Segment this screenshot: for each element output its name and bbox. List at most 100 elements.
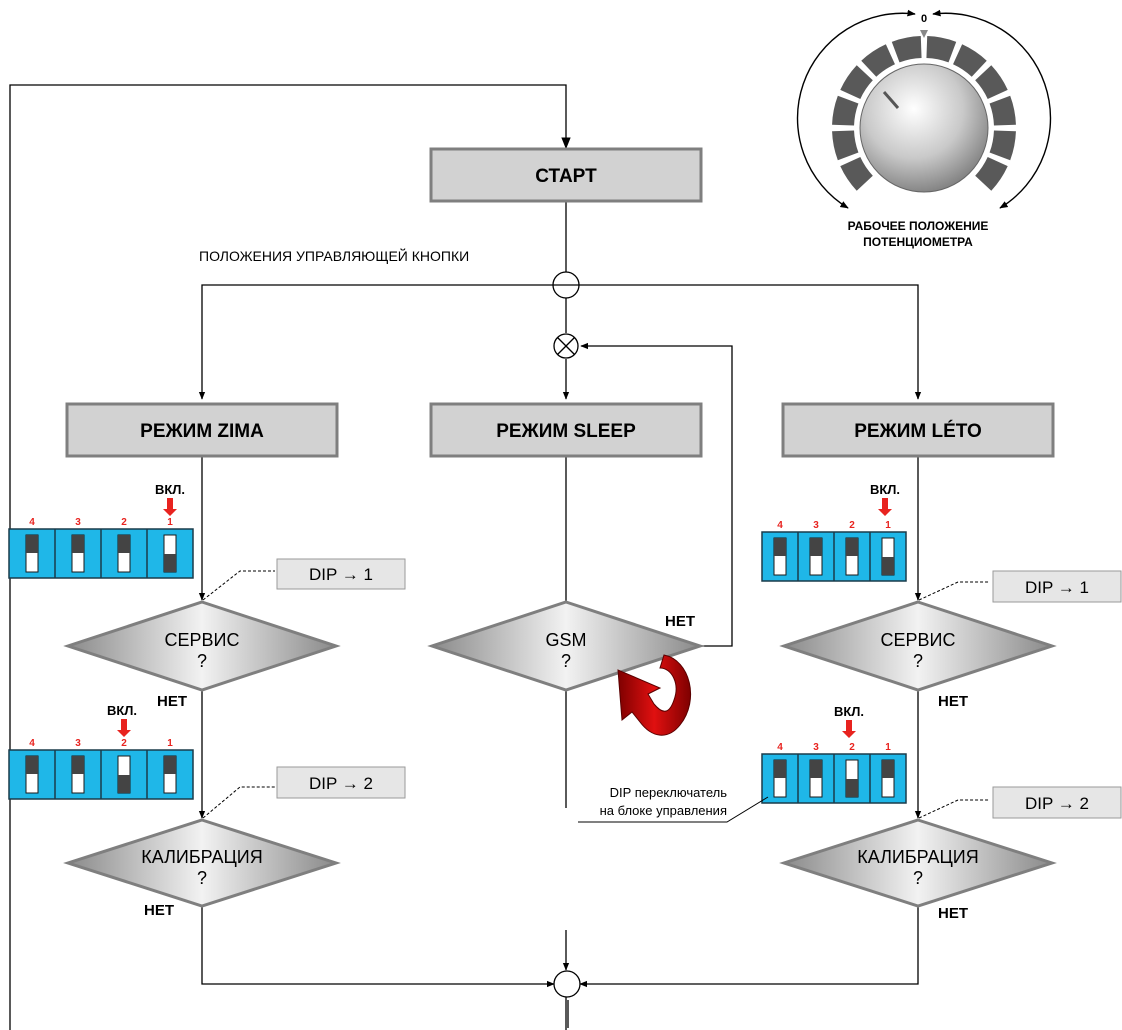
decision-calibration-left: КАЛИБРАЦИЯ ?: [63, 818, 341, 908]
no-label-gsm: НЕТ: [665, 613, 695, 630]
dip-num-1: 1: [167, 517, 173, 528]
dip-num-3: 3: [75, 738, 81, 749]
split-left-line: [198, 284, 553, 400]
knob-segment: [926, 36, 957, 63]
dip-slot-1: [163, 755, 177, 794]
decision-calibration-right: КАЛИБРАЦИЯ ?: [779, 818, 1057, 908]
dip-num-3: 3: [75, 517, 81, 528]
dip-switch-leto-service: 4 3 2 1 ВКЛ.: [761, 482, 907, 582]
knob-caption-line1: РАБОЧЕЕ ПОЛОЖЕНИЕ: [848, 219, 989, 233]
dip1-label-left: DIP → 1: [202, 558, 406, 601]
mode-leto-label: РЕЖИМ LÉTO: [854, 420, 982, 442]
dip-num-2: 2: [121, 517, 127, 528]
knob-segment: [891, 36, 922, 63]
mode-leto-box: РЕЖИМ LÉTO: [781, 402, 1055, 458]
knob-segment: [989, 95, 1016, 126]
decision-gsm: GSM ?: [427, 600, 705, 692]
dip-switch-zima-service: 4 3 2 1 ВКЛ.: [8, 482, 194, 579]
knob-segment: [975, 65, 1008, 99]
decision-service-left: СЕРВИС ?: [63, 600, 341, 692]
on-arrow-icon: [163, 498, 177, 516]
dip-slot-3: [809, 759, 823, 798]
calibration-right-line2: ?: [913, 868, 923, 888]
mode-zima-box: РЕЖИМ ZIMA: [65, 402, 339, 458]
decision-service-right: СЕРВИС ?: [779, 600, 1057, 692]
split-junction: [552, 271, 580, 299]
dip-slot-4: [773, 537, 787, 576]
dip-slot-1: [881, 537, 895, 576]
mode-sleep-label: РЕЖИМ SLEEP: [496, 421, 636, 442]
dip-slot-1: [163, 534, 177, 573]
dip2-label-right: DIP → 2: [918, 786, 1122, 819]
calibration-left-line1: КАЛИБРАЦИЯ: [141, 847, 263, 867]
knob-segment: [840, 157, 873, 191]
sleep-merge-junction: [553, 333, 579, 359]
knob-right-arc: [932, 9, 1052, 209]
on-arrow-icon: [842, 720, 856, 738]
dip-num-4: 4: [29, 738, 35, 749]
dip2-label-left: DIP → 2: [202, 766, 406, 819]
knob-caption-line2: ПОТЕНЦИОМЕТРА: [863, 235, 973, 249]
service-right-line1: СЕРВИС: [881, 630, 956, 650]
gsm-rotate-arrow-icon: [617, 654, 691, 736]
dip-num-3: 3: [813, 742, 819, 753]
knob-body: [859, 63, 989, 193]
dip2-right-text: DIP → 2: [1025, 794, 1089, 813]
gsm-loop-line: [580, 342, 733, 647]
dip-switch-zima-calibration: 4 3 2 1 ВКЛ.: [8, 703, 194, 800]
service-right-line2: ?: [913, 651, 923, 671]
dip-num-4: 4: [777, 742, 783, 753]
dip-num-4: 4: [777, 520, 783, 531]
dip2-left-text: DIP → 2: [309, 774, 373, 793]
dip-num-2: 2: [849, 742, 855, 753]
service-left-line2: ?: [197, 651, 207, 671]
calibration-left-line2: ?: [197, 868, 207, 888]
gsm-line2: ?: [561, 651, 571, 671]
calibration-right-to-end-line: [579, 906, 919, 988]
dip-slot-2: [117, 755, 131, 794]
no-label-calibration-left: НЕТ: [144, 902, 174, 919]
knob-left-arc: [796, 9, 916, 209]
start-box: СТАРТ: [429, 147, 703, 203]
dip-slot-2: [845, 759, 859, 798]
no-label-calibration-right: НЕТ: [938, 905, 968, 922]
dip-note-callout: DIP переключатель на блоке управления: [578, 785, 769, 823]
knob-segments: [832, 36, 1016, 191]
on-arrow-icon: [117, 719, 131, 737]
dip-num-1: 1: [167, 738, 173, 749]
no-label-service-right: НЕТ: [938, 693, 968, 710]
mode-sleep-box: РЕЖИМ SLEEP: [429, 402, 703, 458]
on-label: ВКЛ.: [870, 482, 900, 497]
dip-slot-4: [773, 759, 787, 798]
dip-slot-3: [809, 537, 823, 576]
buttons-position-label: ПОЛОЖЕНИЯ УПРАВЛЯЮЩЕЙ КНОПКИ: [199, 247, 469, 264]
calibration-left-to-end-line: [201, 906, 555, 988]
dip1-right-text: DIP → 1: [1025, 578, 1089, 597]
start-label: СТАРТ: [535, 166, 597, 187]
knob-segment: [861, 44, 895, 77]
dip-note-line2: на блоке управления: [600, 803, 727, 818]
potentiometer-knob: 0 РАБОЧЕЕ ПОЛОЖЕНИЕ ПОТЕНЦИОМЕТРА: [796, 9, 1052, 249]
no-label-service-left: НЕТ: [157, 693, 187, 710]
knob-segment: [832, 95, 859, 126]
knob-segment: [989, 130, 1016, 161]
on-label: ВКЛ.: [107, 703, 137, 718]
end-merge-junction: [553, 970, 581, 998]
dip-note-line1: DIP переключатель: [610, 785, 728, 800]
knob-segment: [975, 157, 1008, 191]
knob-zero-marker-icon: [920, 30, 928, 38]
on-arrow-icon: [878, 498, 892, 516]
dip-slot-2: [117, 534, 131, 573]
on-label: ВКЛ.: [834, 704, 864, 719]
dip-slot-1: [881, 759, 895, 798]
knob-pointer: [882, 91, 900, 109]
knob-zero-label: 0: [921, 13, 927, 25]
dip-num-1: 1: [885, 742, 891, 753]
on-label: ВКЛ.: [155, 482, 185, 497]
knob-segment: [953, 44, 987, 77]
service-left-line1: СЕРВИС: [165, 630, 240, 650]
dip-slot-3: [71, 534, 85, 573]
dip1-left-text: DIP → 1: [309, 565, 373, 584]
knob-segment: [840, 65, 873, 99]
